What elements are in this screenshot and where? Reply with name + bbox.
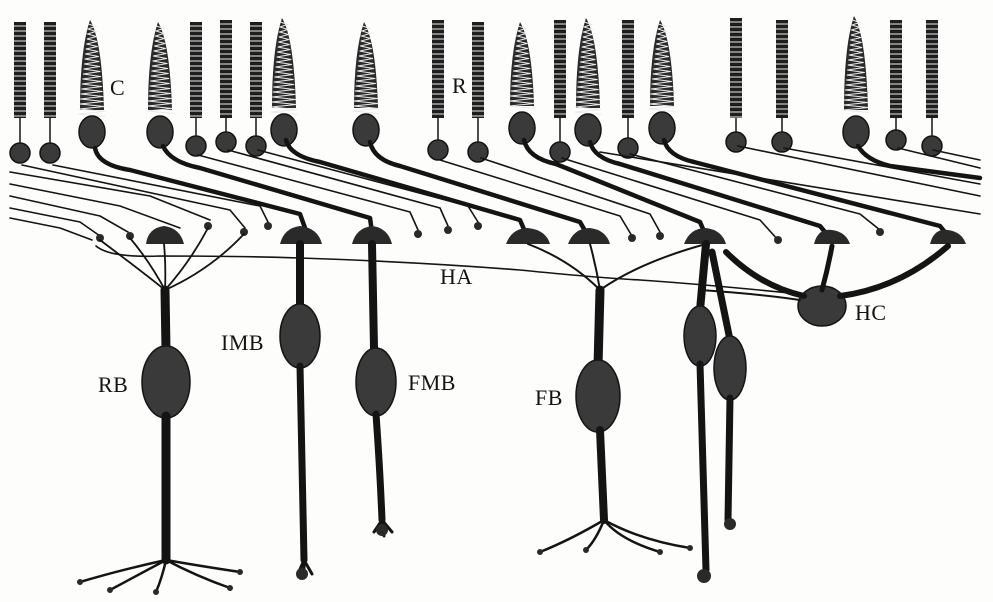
cone-cell [575,18,602,146]
flat-midget-bipolar-cell [356,244,396,536]
label-cone: C [110,75,125,100]
label-invaginating-midget-bipolar: IMB [221,330,264,355]
rod-cell [246,22,266,156]
cone-cell [649,20,676,144]
synaptic-terminals [96,222,966,244]
rod-cell [10,22,30,163]
label-rod: R [452,73,467,98]
cone-cell [843,16,869,148]
rod-cell [40,22,60,163]
bipolar-cells [77,244,746,595]
rod-cell [726,18,746,152]
cone-cell [353,22,380,146]
rod-spherule [876,228,884,236]
label-horizontal-cell: HC [855,300,887,325]
rod-spherule [474,222,482,230]
rod-cell [550,20,570,162]
rod-cell [186,22,206,156]
labels: C R HA HC IMB FMB RB FB [98,73,887,410]
cone-pedicle [506,228,550,244]
rod-cell [468,22,488,162]
cone-cell [271,18,298,146]
invaginating-midget-bipolar-cell [280,244,320,580]
rod-bipolar-cell [77,290,243,595]
label-rod-bipolar: RB [98,372,128,397]
rod-spherule [264,222,272,230]
rod-cell [922,20,942,156]
rod-spherule [656,232,664,240]
cone-pedicle [568,228,610,244]
cone-cell [509,22,535,144]
cone-pedicle [146,226,184,244]
rod-cell [428,20,448,160]
cone-cell [79,20,106,148]
rod-spherule [628,234,636,242]
rod-cell [772,20,792,152]
rod-cell [618,20,638,158]
rod-cell [886,20,906,150]
rod-spherule [414,230,422,238]
cone-pedicle [814,230,850,244]
rod-spherule [444,226,452,234]
cone-cell [147,22,173,148]
label-flat-bipolar: FB [535,385,563,410]
receptor-axon-fibers [10,140,980,240]
unlabeled-bipolar-cells [684,244,746,583]
rod-cell [216,20,236,152]
rod-spherule [774,236,782,244]
label-horizontal-axon: HA [440,264,473,289]
cone-pedicle [930,230,966,244]
label-flat-midget-bipolar: FMB [408,370,456,395]
